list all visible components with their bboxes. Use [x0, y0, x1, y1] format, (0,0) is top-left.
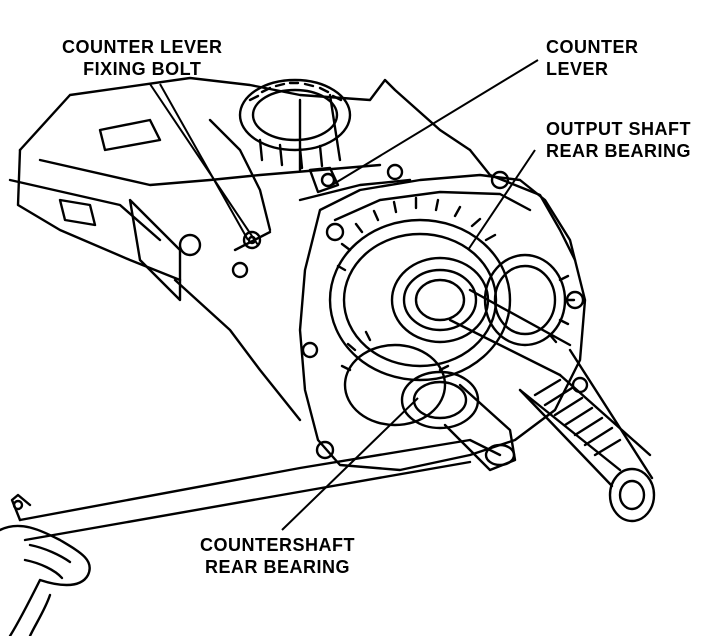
leader-countershaft-bearing — [281, 397, 419, 531]
label-line: OUTPUT SHAFT — [546, 119, 691, 139]
label-countershaft-rear-bearing: COUNTERSHAFT REAR BEARING — [200, 534, 355, 578]
leader-lines — [149, 59, 539, 531]
label-output-shaft-rear-bearing: OUTPUT SHAFT REAR BEARING — [546, 118, 691, 162]
fixing-bolt-part — [233, 230, 272, 252]
output-shaft-rear-bearing-part — [390, 256, 490, 344]
countershaft-rear-bearing-part — [400, 370, 517, 472]
label-line: COUNTERSHAFT — [200, 535, 355, 555]
label-line: REAR BEARING — [546, 141, 692, 161]
leader-fixing-bolt-a — [149, 83, 259, 246]
leader-fixing-bolt-b — [159, 83, 249, 241]
leader-counter-lever — [331, 59, 539, 186]
label-counter-lever: COUNTER LEVER — [546, 36, 639, 80]
label-line: FIXING BOLT — [83, 59, 202, 79]
label-line: LEVER — [546, 59, 609, 79]
output-shaft — [448, 288, 656, 523]
upper-gear-cluster — [238, 78, 352, 170]
label-line: COUNTER LEVER — [62, 37, 223, 57]
label-line: COUNTER — [546, 37, 639, 57]
main-gears — [328, 196, 576, 427]
hand — [0, 524, 91, 638]
counter-lever-part — [298, 163, 412, 202]
leader-output-bearing — [467, 149, 536, 251]
prybar-tool — [10, 438, 502, 542]
label-line: REAR BEARING — [204, 557, 350, 577]
label-counter-lever-fixing-bolt: COUNTER LEVER FIXING BOLT — [62, 36, 223, 80]
